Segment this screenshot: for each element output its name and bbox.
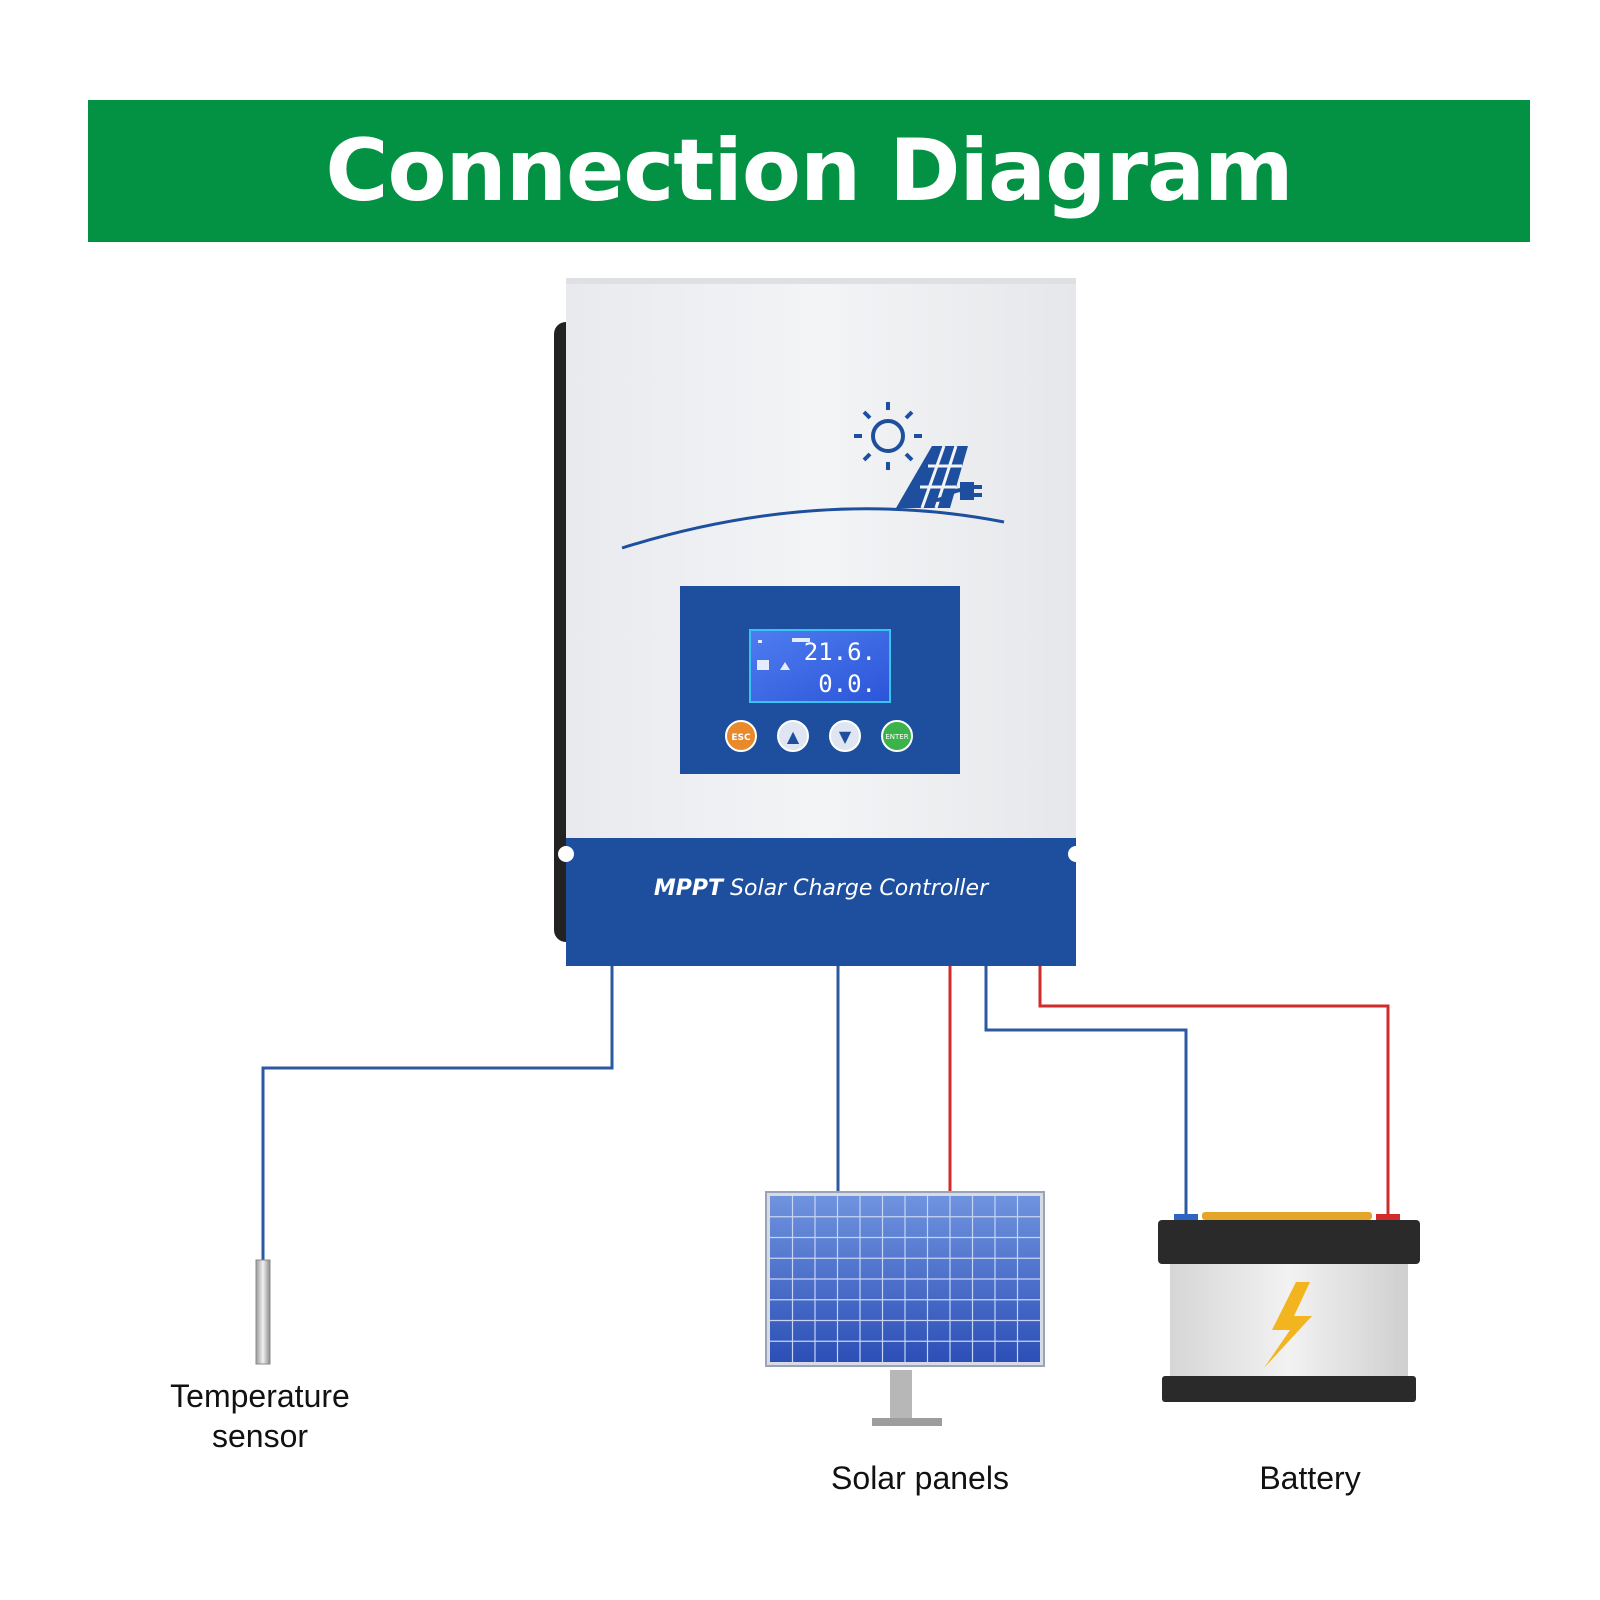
panel-grid	[770, 1196, 1040, 1362]
lightning-icon	[1264, 1282, 1312, 1368]
battery-negative-wire	[984, 966, 1188, 1220]
lcd-reading-2: 0.0.	[818, 670, 876, 698]
battery	[1158, 1212, 1420, 1402]
sun-icon	[854, 402, 922, 470]
temperature-sensor	[255, 1259, 271, 1365]
up-button[interactable]: ▲	[777, 720, 809, 752]
mount-hole-left	[558, 846, 574, 862]
controller-top-edge	[566, 278, 1076, 284]
panel-stand-base	[872, 1418, 942, 1426]
panel-stand-post	[890, 1370, 912, 1422]
title-banner: Connection Diagram	[88, 100, 1530, 242]
wires	[261, 966, 1390, 1262]
up-arrow-icon: ▲	[787, 727, 800, 746]
down-button[interactable]: ▼	[829, 720, 861, 752]
solar-panel	[765, 1191, 1045, 1426]
page-title: Connection Diagram	[325, 121, 1293, 221]
battery-positive-wire	[1038, 966, 1390, 1220]
solar-panels-label: Solar panels	[831, 1460, 1009, 1496]
plug-icon	[935, 482, 982, 502]
battery-lid	[1158, 1220, 1420, 1264]
enter-button-label: ENTER	[885, 733, 908, 741]
lcd-mode-mark	[792, 638, 810, 642]
temperature-sensor-label-line1: Temperature	[170, 1378, 350, 1414]
temperature-sensor-label: Temperature sensor	[140, 1376, 380, 1456]
sensor-probe	[255, 1259, 271, 1365]
lcd-reading-1: 21.6.	[804, 638, 876, 666]
lcd-arrow-icon	[780, 662, 790, 670]
controller-base	[566, 838, 1076, 966]
controller-brand: MPPT	[653, 876, 724, 901]
controller-model: Solar Charge Controller	[730, 876, 989, 901]
controller-name: MPPT Solar Charge Controller	[566, 876, 1076, 901]
battery-label: Battery	[1259, 1460, 1361, 1496]
enter-button[interactable]: ENTER	[881, 720, 913, 752]
esc-button-label: ESC	[731, 733, 751, 743]
logo-arc	[621, 507, 1005, 550]
sensor-wire	[261, 966, 614, 1262]
lcd-status-mark	[758, 640, 762, 643]
charge-controller: 21.6. 0.0. ESC ▲ ▼ ENTER	[554, 278, 1084, 966]
lcd-screen	[749, 629, 891, 703]
solar-logo	[621, 402, 1005, 550]
down-arrow-icon: ▼	[839, 727, 852, 746]
lcd-battery-icon	[757, 660, 769, 670]
mount-hole-right	[1068, 846, 1084, 862]
temperature-sensor-label-line2: sensor	[211, 1418, 309, 1454]
battery-base	[1162, 1376, 1416, 1402]
esc-button[interactable]: ESC	[725, 720, 757, 752]
battery-cap-strip	[1202, 1212, 1372, 1220]
